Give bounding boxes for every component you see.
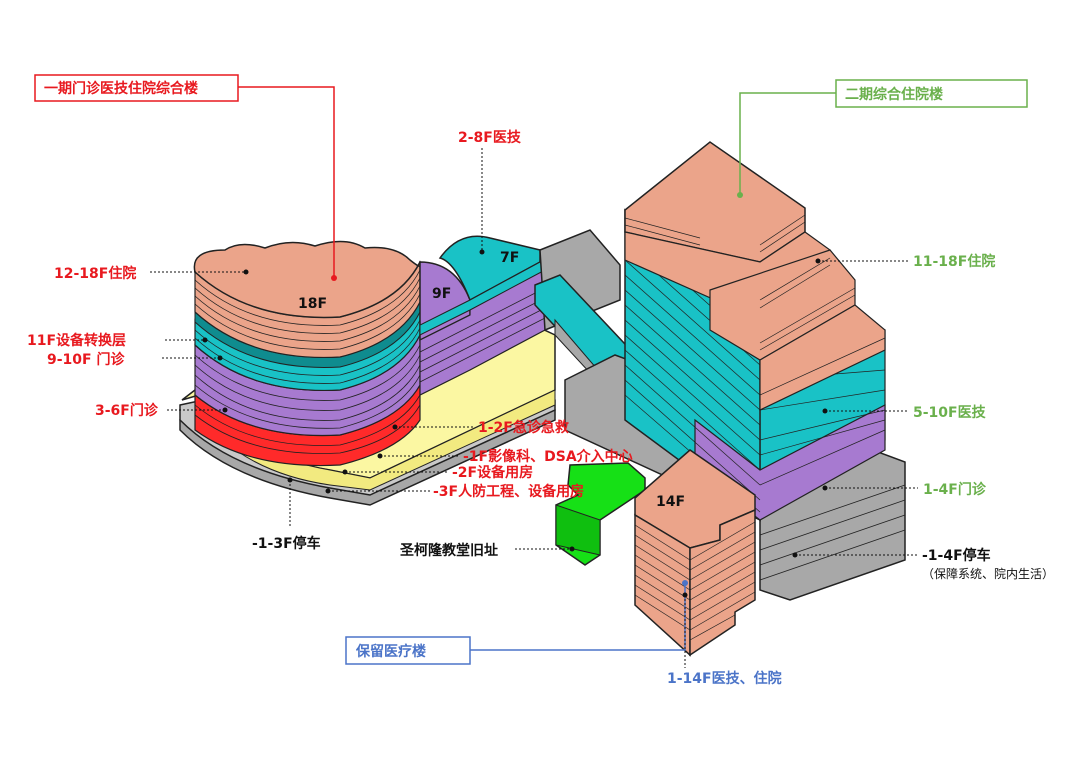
floor-mark-18F: 18F <box>298 296 327 312</box>
retained-lines <box>634 521 756 641</box>
phase2-terrace-3 <box>759 304 886 411</box>
church-building <box>555 462 646 566</box>
retained-title-box <box>345 636 471 665</box>
label-b1-4F-sub: （保障系统、院内生活） <box>922 566 1054 581</box>
label-b1-4F: -1-4F停车 <box>922 547 991 564</box>
phase1-title-box <box>34 74 239 102</box>
label-3-6F: 3-6F门诊 <box>95 402 159 419</box>
retained-title: 保留医疗楼 <box>355 643 426 660</box>
phase2-title-box <box>835 79 1028 108</box>
label-b2F: -2F设备用房 <box>452 464 533 481</box>
label-9-10F: 9-10F 门诊 <box>47 351 125 368</box>
floor-mark-9F: 9F <box>432 286 451 302</box>
retained-building <box>634 449 756 657</box>
phase1-building <box>179 235 556 506</box>
phase1-wing-lines <box>419 287 546 383</box>
label-11F: 11F设备转换层 <box>27 332 126 349</box>
label-5-10F: 5-10F医技 <box>913 404 987 421</box>
label-11-18F: 11-18F住院 <box>913 253 995 270</box>
label-1-4F: 1-4F门诊 <box>923 481 987 498</box>
phase1-title: 一期门诊医技住院综合楼 <box>44 80 198 97</box>
retained-right-face <box>689 508 756 657</box>
label-b1F: -1F影像科、DSA介入中心 <box>463 448 633 465</box>
label-2-8F: 2-8F医技 <box>458 129 522 146</box>
phase2-title: 二期综合住院楼 <box>845 86 943 103</box>
phase2-salmon-lines <box>624 214 886 396</box>
floor-mark-7F: 7F <box>500 250 519 266</box>
label-1-14F: 1-14F医技、住院 <box>667 670 782 687</box>
label-12-18F: 12-18F住院 <box>54 265 136 282</box>
label-b3F: -3F人防工程、设备用房 <box>433 483 584 500</box>
floor-mark-14F: 14F <box>656 494 685 510</box>
phase1-roof-18F <box>193 240 422 319</box>
label-church: 圣柯隆教堂旧址 <box>399 542 498 559</box>
leader-lines <box>150 86 918 668</box>
label-1-2F: 1-2F急诊急救 <box>478 419 570 436</box>
label-b1-3F: -1-3F停车 <box>252 535 321 552</box>
